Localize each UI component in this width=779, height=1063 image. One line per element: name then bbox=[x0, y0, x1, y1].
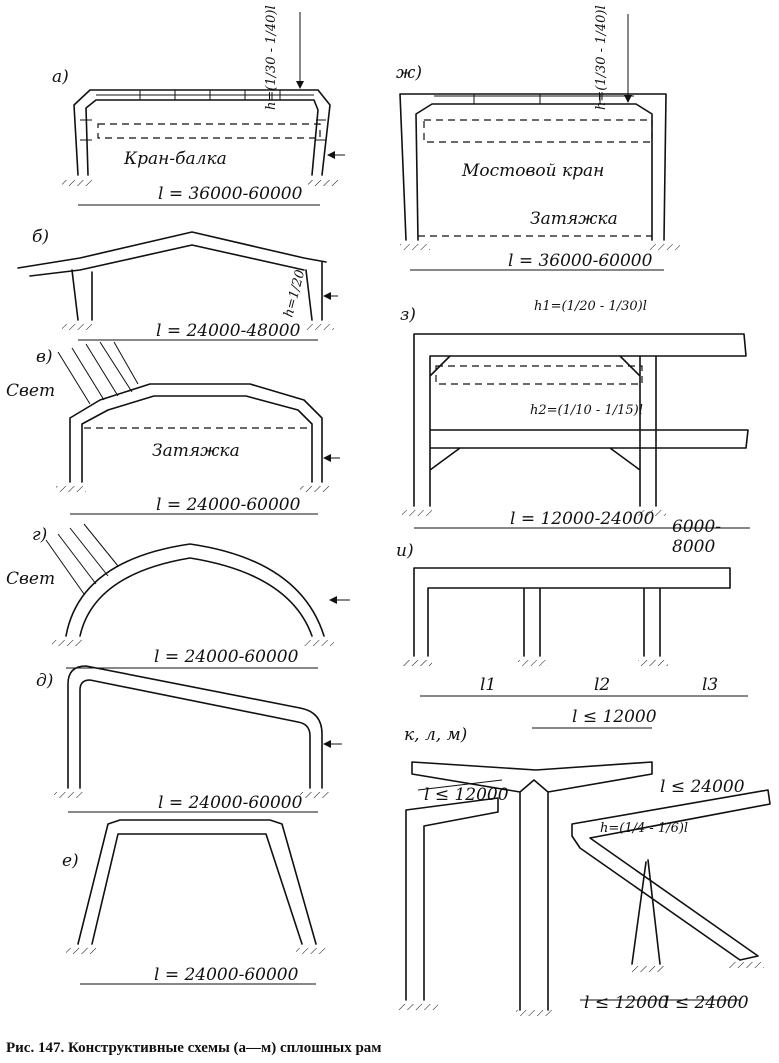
panel-zh-tie-label: Затяжка bbox=[530, 209, 618, 229]
panel-b-h-label: h=1/20 bbox=[281, 268, 308, 319]
panel-g-support-right bbox=[304, 640, 334, 646]
panel-d-label: д) bbox=[36, 671, 53, 691]
panel-klm-support-l bbox=[398, 1004, 438, 1010]
panel-a-support-left bbox=[62, 180, 92, 186]
panel-klm-bottom1: l ≤ 12000 bbox=[584, 993, 669, 1013]
panel-e: е) l = 24000-60000 bbox=[62, 819, 326, 985]
panel-d-span: l = 24000-60000 bbox=[158, 793, 303, 813]
panel-z: з) h1=(1/20 - 1/30)l h2=(1/10 - 1/15)l l… bbox=[400, 299, 750, 557]
panel-v-tie-label: Затяжка bbox=[152, 441, 240, 461]
panel-klm-support-m1 bbox=[630, 966, 666, 972]
panel-b-support-left bbox=[62, 324, 92, 330]
panel-zh-span: l = 36000-60000 bbox=[508, 251, 653, 271]
panel-d-support-right bbox=[300, 792, 330, 798]
panel-klm-right: l ≤ 24000 bbox=[660, 777, 745, 797]
panel-klm-t-frame bbox=[411, 761, 653, 1011]
panel-g-light-rays bbox=[45, 523, 119, 595]
panel-klm-label: к, л, м) bbox=[404, 725, 467, 745]
panel-e-frame bbox=[77, 819, 317, 945]
panel-klm-l-frame bbox=[405, 797, 499, 1001]
panel-v-frame bbox=[69, 383, 323, 483]
panel-g-arch bbox=[65, 543, 325, 637]
panel-g-label: г) bbox=[32, 525, 47, 545]
panel-klm-support-t bbox=[516, 1010, 552, 1016]
panel-zh-crane-label: Мостовой кран bbox=[461, 161, 604, 181]
panel-v-span: l = 24000-60000 bbox=[156, 495, 301, 515]
panel-e-span: l = 24000-60000 bbox=[154, 965, 299, 985]
panel-b: б) h=1/20 l = 24000-48000 bbox=[17, 227, 338, 341]
panel-i-l3: l3 bbox=[702, 675, 718, 695]
panel-klm-left-dim bbox=[417, 779, 503, 791]
panel-z-crane bbox=[435, 365, 643, 385]
panel-z-overhang2: 8000 bbox=[672, 537, 715, 557]
panel-b-frame bbox=[17, 231, 327, 321]
panel-z-support-right bbox=[636, 510, 666, 516]
panel-a-crane-label: Кран-балка bbox=[123, 149, 227, 169]
panel-zh-label: ж) bbox=[396, 63, 422, 83]
panel-a-h-label: h=(1/30 - 1/40)l bbox=[264, 5, 279, 110]
panel-b-span: l = 24000-48000 bbox=[156, 321, 301, 341]
panel-b-label: б) bbox=[32, 227, 49, 247]
panel-klm-h: h=(1/4 - 1/6)l bbox=[600, 821, 688, 836]
panel-z-label: з) bbox=[400, 305, 416, 325]
panel-z-span: l = 12000-24000 bbox=[510, 509, 655, 529]
panel-i-support-3 bbox=[638, 660, 668, 666]
figure-caption: Рис. 147. Конструктивные схемы (а—м) спл… bbox=[6, 1040, 382, 1056]
panel-z-h1: h1=(1/20 - 1/30)l bbox=[534, 299, 647, 314]
panel-g: г) Свет l = 24000-60000 bbox=[6, 523, 350, 669]
panel-e-support-right bbox=[296, 948, 326, 954]
panel-klm: к, л, м) l ≤ 12000 l ≤ 12000 l ≤ 24000 h… bbox=[398, 707, 771, 1016]
panel-v-light-label: Свет bbox=[6, 381, 55, 401]
panel-v-support-right bbox=[300, 486, 330, 492]
panel-zh-h-label: h=(1/30 - 1/40)l bbox=[594, 5, 609, 110]
panel-e-label: е) bbox=[62, 851, 79, 871]
panel-g-light-label: Свет bbox=[6, 569, 55, 589]
panel-z-h2: h2=(1/10 - 1/15)l bbox=[530, 403, 643, 418]
panel-z-frame bbox=[413, 333, 749, 507]
panel-klm-top: l ≤ 12000 bbox=[572, 707, 657, 727]
panel-klm-left: l ≤ 12000 bbox=[424, 785, 509, 805]
panel-klm-m-frame bbox=[571, 789, 771, 965]
panel-d-frame bbox=[67, 665, 323, 789]
panel-i-l1: l1 bbox=[480, 675, 496, 695]
panel-b-support-right bbox=[304, 324, 334, 330]
panel-i-label: и) bbox=[396, 541, 414, 561]
panel-z-overhang: 6000- bbox=[672, 517, 721, 537]
panel-z-support-left bbox=[402, 510, 432, 516]
panel-klm-support-m2 bbox=[728, 962, 764, 968]
panel-i: и) l1 l2 l3 bbox=[396, 541, 748, 697]
panel-klm-bottom2: l ≤ 24000 bbox=[664, 993, 749, 1013]
panel-v: в) Свет Затяжка l = 24000-60000 bbox=[6, 341, 340, 515]
panel-i-l2: l2 bbox=[594, 675, 610, 695]
panel-i-support-2 bbox=[518, 660, 548, 666]
panel-g-support-left bbox=[52, 640, 82, 646]
panel-zh: ж) Мостовой кран Затяжка h=(1/30 - 1/40)… bbox=[396, 5, 680, 271]
panel-a-support-right bbox=[308, 180, 338, 186]
panel-e-support-left bbox=[66, 948, 96, 954]
panel-a-label: а) bbox=[52, 67, 69, 87]
panel-i-frame bbox=[413, 567, 731, 657]
panel-d-support-left bbox=[54, 792, 84, 798]
panel-a-span: l = 36000-60000 bbox=[158, 184, 303, 204]
panel-v-support-left bbox=[56, 486, 86, 492]
panel-d: д) l = 24000-60000 bbox=[36, 665, 342, 813]
panel-zh-support-right bbox=[650, 244, 680, 250]
panel-g-span: l = 24000-60000 bbox=[154, 647, 299, 667]
panel-i-support-1 bbox=[402, 660, 432, 666]
panel-a: а) Кран-балка h=(1/30 - 1/40)l l = 36000… bbox=[52, 5, 345, 206]
panel-a-crane-beam bbox=[97, 123, 321, 139]
panel-a-frame bbox=[73, 89, 331, 176]
panel-v-light-rays bbox=[57, 341, 139, 405]
panel-zh-bridge-crane bbox=[423, 119, 653, 143]
panel-v-label: в) bbox=[36, 347, 53, 367]
panel-zh-support-left bbox=[400, 244, 430, 250]
